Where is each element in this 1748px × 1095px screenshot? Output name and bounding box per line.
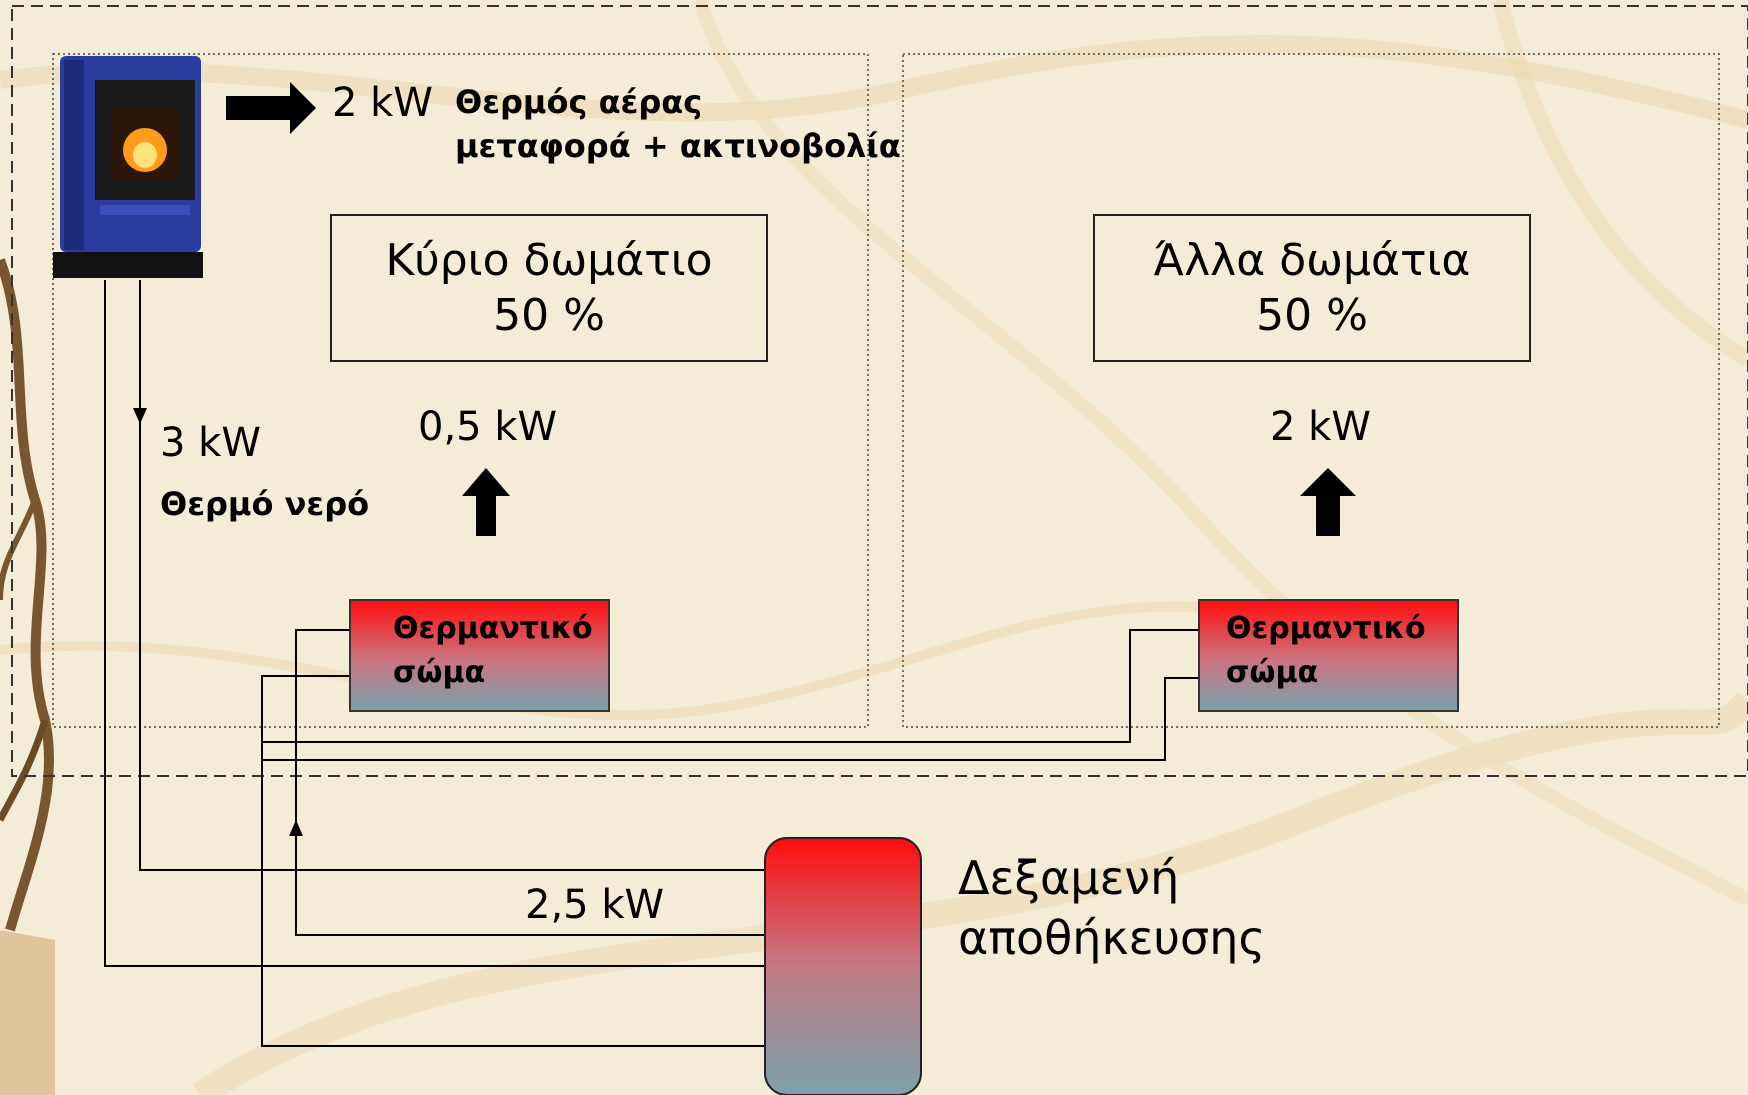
up-arrow-icon-other [1300, 468, 1356, 536]
main-room-radiator: Θερμαντικό σώμα [349, 599, 610, 712]
other-rooms-share: 50 % [1256, 290, 1368, 341]
other-rooms-power: 2 kW [1270, 404, 1371, 450]
tank-power-label: 2,5 kW [525, 882, 665, 928]
air-label-line1: Θερμός αέρας [455, 83, 703, 121]
water-power-label: 3 kW [160, 420, 261, 466]
main-room-box: Κύριο δωμάτιο 50 % [330, 214, 768, 362]
other-rooms-box: Άλλα δωμάτια 50 % [1093, 214, 1531, 362]
other-rooms-name: Άλλα δωμάτια [1153, 235, 1471, 286]
storage-tank [764, 837, 922, 1095]
air-label-line2: μεταφορά + ακτινοβολία [455, 127, 901, 165]
pipes [104, 280, 1198, 1047]
main-room-power: 0,5 kW [418, 404, 558, 450]
pellet-stove-icon [53, 56, 203, 278]
return-flow-arrowhead [289, 820, 303, 836]
other-radiator-label-line1: Θερμαντικό [1226, 611, 1426, 646]
air-power-label: 2 kW [332, 80, 433, 126]
tank-label-line1: Δεξαμενή [958, 851, 1180, 905]
branch-decoration [0, 258, 55, 1095]
main-radiator-label-line1: Θερμαντικό [393, 611, 593, 646]
other-rooms-radiator: Θερμαντικό σώμα [1198, 599, 1459, 712]
water-flow-arrowhead [133, 408, 147, 424]
main-room-outline [52, 53, 869, 728]
other-rooms-outline [902, 53, 1720, 728]
main-room-name: Κύριο δωμάτιο [385, 235, 713, 286]
hot-air-arrow-icon [226, 82, 316, 134]
tank-label-line2: αποθήκευσης [958, 911, 1266, 965]
main-room-share: 50 % [493, 290, 605, 341]
house-boundary [11, 5, 1748, 777]
main-radiator-label-line2: σώμα [393, 654, 486, 690]
other-radiator-label-line2: σώμα [1226, 654, 1319, 690]
water-label: Θερμό νερό [160, 485, 370, 523]
up-arrow-icon-main [462, 468, 510, 536]
